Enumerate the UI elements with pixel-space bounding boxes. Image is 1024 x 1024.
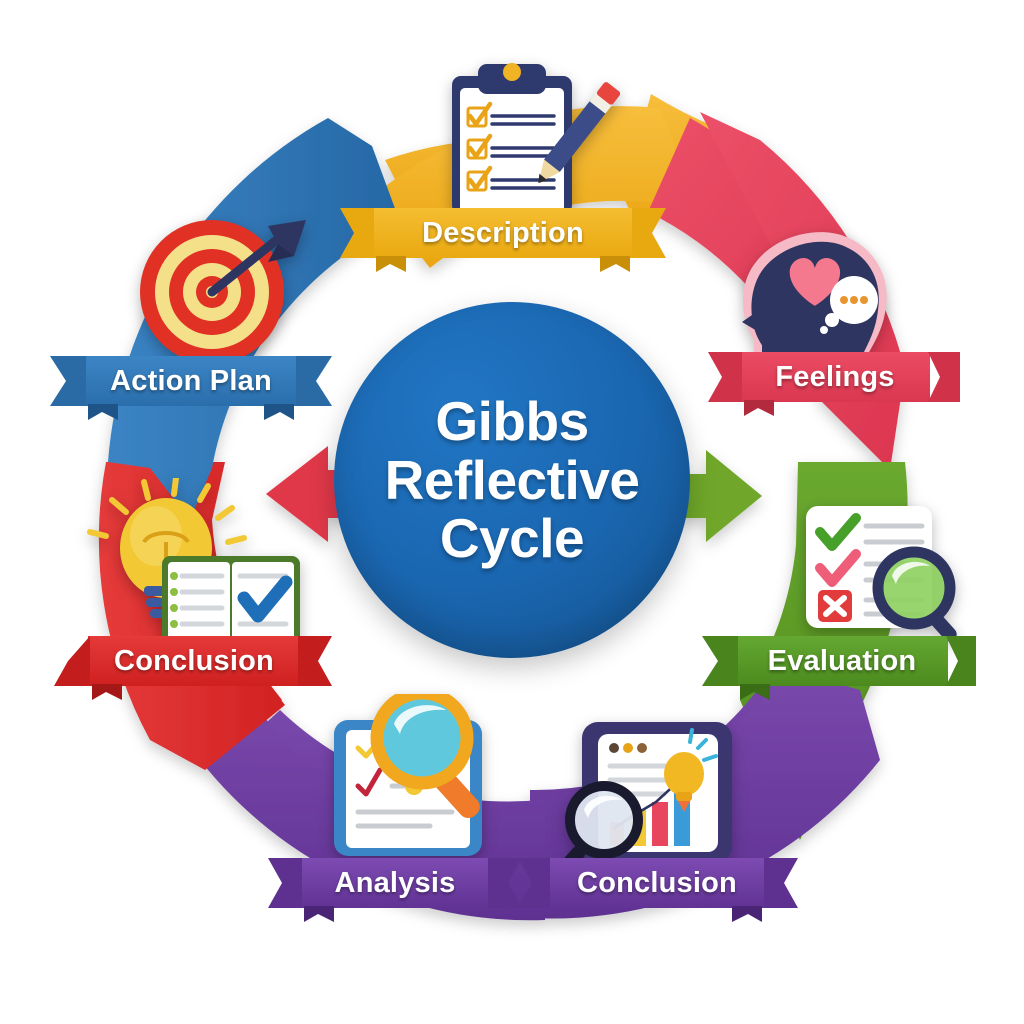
banner-label-action-plan: Action Plan xyxy=(110,364,272,397)
banner-evaluation[interactable]: Evaluation xyxy=(702,636,976,700)
ribbon-fold-left-action-plan xyxy=(88,404,118,420)
arrow-left-icon xyxy=(266,446,352,542)
ribbon-tail-right-analysis xyxy=(488,858,522,908)
ribbon-fold-right-description xyxy=(600,256,630,272)
head-heart-thought-icon xyxy=(742,232,887,354)
ribbon-fold-left-analysis xyxy=(304,906,334,922)
ribbon-tail-left-action-plan xyxy=(50,356,86,406)
ribbon-tail-right-feelings xyxy=(928,352,960,402)
ribbon-tail-right-conclusion-right xyxy=(764,858,798,908)
banner-analysis[interactable]: Analysis xyxy=(268,858,522,922)
chart-lightbulb-magnifier-icon xyxy=(556,722,732,874)
banner-feelings[interactable]: Feelings xyxy=(708,352,960,416)
banner-action-plan[interactable]: Action Plan xyxy=(50,356,332,420)
checklist-magnifier-icon xyxy=(806,506,957,642)
page-title: Gibbs Reflective Cycle xyxy=(384,389,640,570)
ribbon-tail-left-evaluation xyxy=(702,636,738,686)
ribbon-tail-left-feelings xyxy=(708,352,742,402)
banner-conclusion-right[interactable]: Conclusion xyxy=(518,858,798,922)
title-line-1: Gibbs xyxy=(435,389,589,452)
ribbon-fold-right-action-plan xyxy=(264,404,294,420)
banner-conclusion-left[interactable]: Conclusion xyxy=(54,636,332,700)
ribbon-fold-left-feelings xyxy=(744,400,774,416)
banner-description[interactable]: Description xyxy=(340,208,666,272)
banner-label-conclusion-right: Conclusion xyxy=(577,866,737,899)
ribbon-tail-right-evaluation xyxy=(946,636,976,686)
banner-label-evaluation: Evaluation xyxy=(767,644,917,677)
ribbon-tail-right-description xyxy=(632,208,666,258)
ribbon-tail-left-conclusion-left xyxy=(54,636,90,686)
ribbon-tail-left-description xyxy=(340,208,374,258)
ribbon-fold-left-description xyxy=(376,256,406,272)
arrow-right-icon xyxy=(678,450,762,542)
ribbon-tail-right-conclusion-left xyxy=(298,636,332,686)
clipboard-checklist-pencil-icon xyxy=(452,63,620,214)
target-arrow-icon xyxy=(140,220,306,364)
ribbon-fold-left-evaluation xyxy=(740,684,770,700)
title-line-3: Cycle xyxy=(439,507,585,570)
ribbon-tail-left-analysis xyxy=(268,858,302,908)
banner-label-analysis: Analysis xyxy=(334,866,456,899)
banner-label-description: Description xyxy=(422,216,584,249)
center-circle: Gibbs Reflective Cycle xyxy=(334,302,690,658)
banner-label-conclusion-left: Conclusion xyxy=(114,644,274,677)
clipboard-magnifier-icon xyxy=(334,694,482,856)
banner-label-feelings: Feelings xyxy=(775,360,895,393)
ribbon-fold-right-conclusion-right xyxy=(732,906,762,922)
ribbon-tail-left-conclusion-right xyxy=(518,858,550,908)
ribbon-tail-right-action-plan xyxy=(296,356,332,406)
ribbon-fold-left-conclusion-left xyxy=(92,684,122,700)
lightbulb-book-check-icon xyxy=(87,478,300,644)
title-line-2: Reflective xyxy=(384,448,640,511)
